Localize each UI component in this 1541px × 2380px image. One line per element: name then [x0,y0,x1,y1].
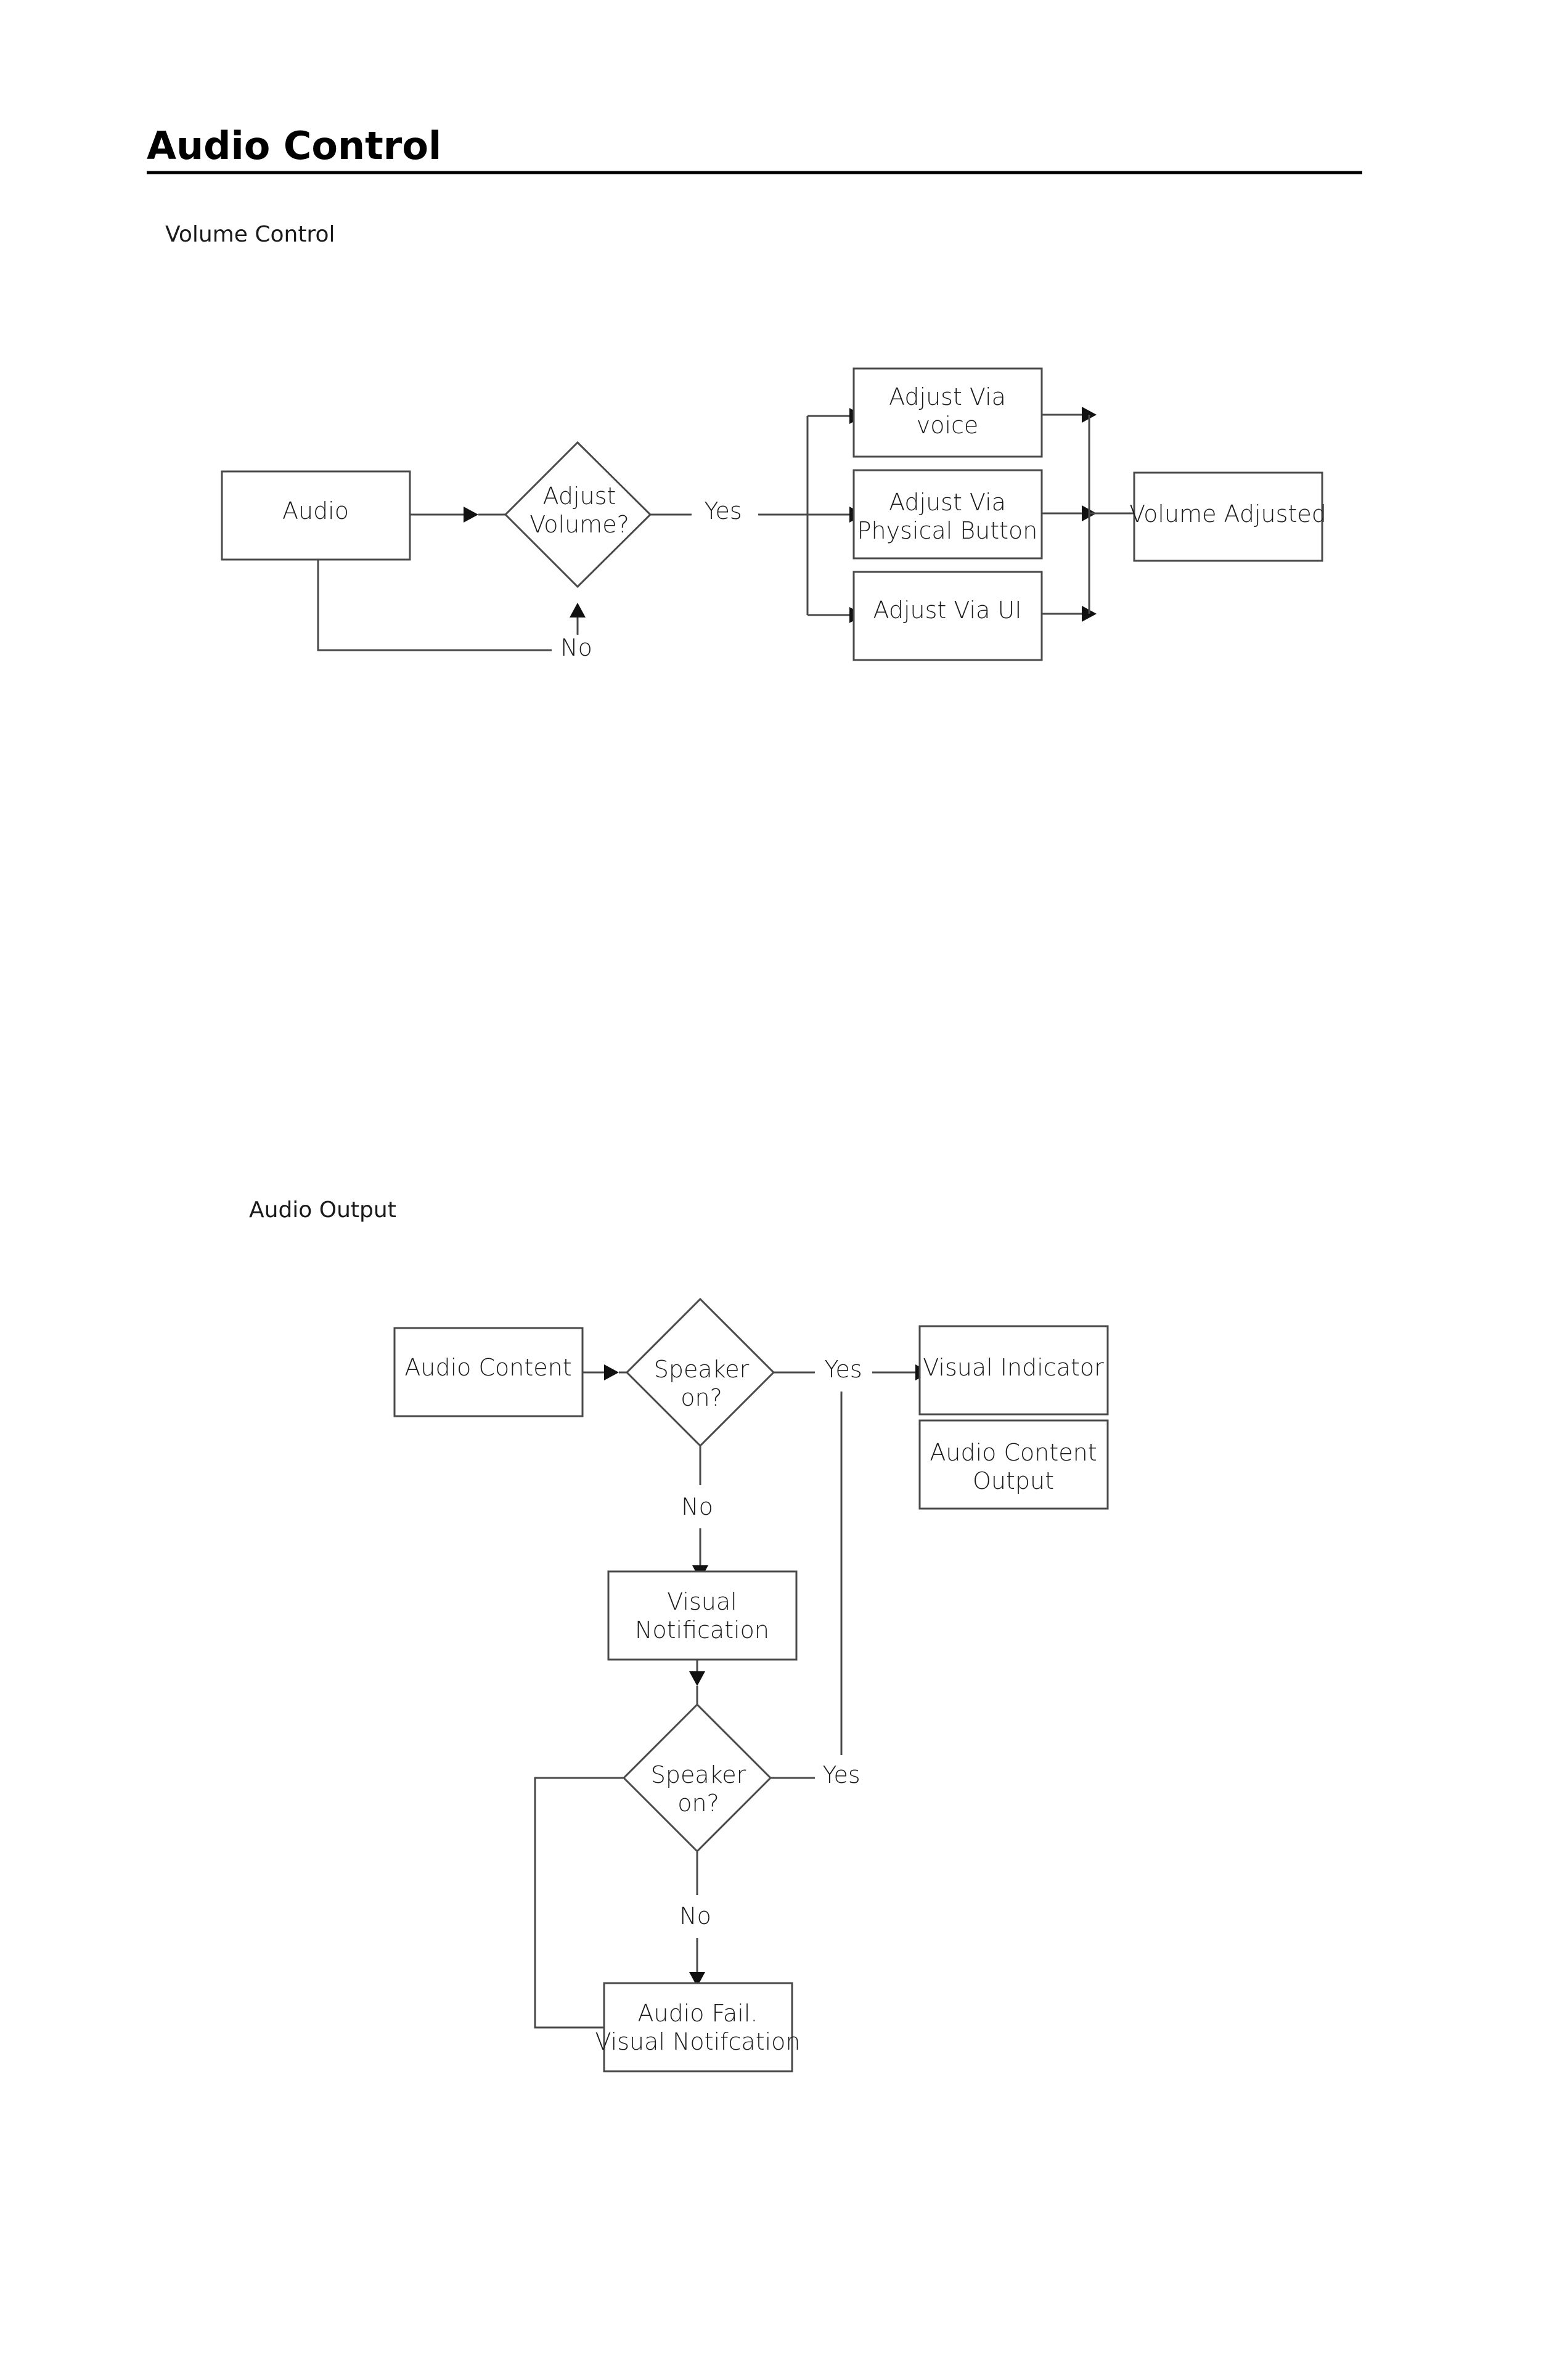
node-visual-indicator: Visual Indicator [918,1325,1109,1416]
node-label-line2: on? [677,1790,719,1817]
node-adjust-via-voice: Adjust Via voice [852,367,1043,458]
node-label-line1: Adjust Via [889,383,1006,410]
edge-label-no-1: No [681,1493,713,1520]
node-label: Visual Indicator [923,1354,1104,1381]
node-label-line1: Adjust [543,483,616,510]
node-label-line2: Volume? [529,511,629,538]
node-label-line1: Speaker [651,1761,746,1788]
node-label-line2: Output [973,1467,1054,1494]
arrowhead [570,603,586,617]
node-label-line2: on? [681,1384,722,1411]
node-volume-adjusted: Volume Adjusted [1129,471,1326,562]
node-adjust-via-physical-button: Adjust Via Physical Button [852,469,1043,560]
edge-label-yes-2: Yes [822,1761,860,1788]
arrowhead [689,1972,705,1987]
arrowhead [689,1671,705,1686]
edge-label-no-2: No [679,1902,711,1930]
node-label: Adjust Via UI [873,597,1022,624]
node-audio-content-output: Audio Content Output [918,1419,1109,1510]
node-visual-notification: Visual Notification [607,1570,798,1661]
node-audio: Audio [221,470,411,561]
edge-label-no: No [560,634,592,661]
page-title: Audio Control [147,123,441,168]
node-label-line2: voice [917,412,979,439]
decision-adjust-volume: Adjust Volume? [504,441,652,589]
node-audio-content: Audio Content [393,1327,584,1417]
node-label: Audio [282,497,349,524]
node-adjust-via-ui: Adjust Via UI [852,571,1043,661]
node-audio-fail: Audio Fail. Visual Notifcation [595,1982,801,2072]
node-label-line2: Visual Notifcation [595,2028,800,2055]
node-label-line2: Notification [635,1616,769,1644]
node-label-line1: Adjust Via [889,489,1006,516]
edge-label-yes: Yes [704,497,742,524]
node-label: Volume Adjusted [1129,500,1326,528]
section-label-volume-control: Volume Control [165,222,335,247]
section-label-audio-output: Audio Output [249,1197,396,1223]
node-label-line2: Physical Button [857,517,1038,544]
node-label: Audio Content [404,1354,571,1381]
arrowhead [604,1364,619,1380]
edge-label-yes-1: Yes [824,1356,862,1383]
decision-speaker-on-1: Speaker on? [625,1297,775,1448]
node-label-line1: Visual [667,1588,737,1615]
arrowhead [464,507,478,523]
node-label-line1: Audio Content [930,1439,1097,1466]
edge-no-loop [317,560,552,651]
node-label-line1: Speaker [654,1356,750,1383]
decision-speaker-on-2: Speaker on? [622,1703,772,1853]
node-label-line1: Audio Fail. [638,2000,758,2027]
audio-output-connectors [534,1364,930,2029]
edge-fail-loop [534,1777,624,2029]
